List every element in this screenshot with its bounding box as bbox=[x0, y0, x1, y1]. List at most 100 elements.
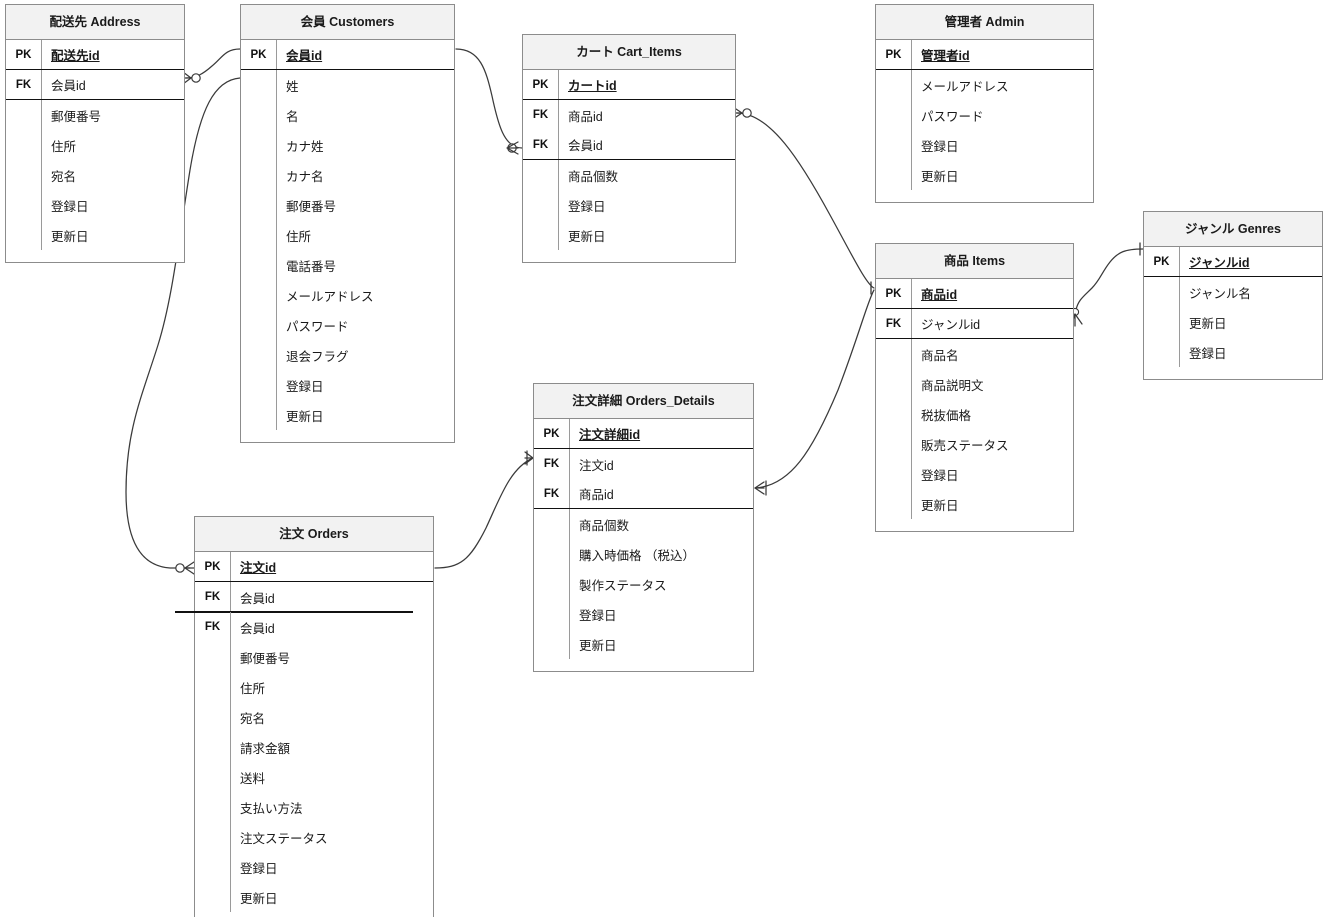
entity-bottom-padding bbox=[195, 912, 433, 917]
attribute-name: 更新日 bbox=[558, 220, 735, 250]
attribute-row[interactable]: 更新日 bbox=[876, 160, 1093, 190]
attribute-row[interactable]: パスワード bbox=[241, 310, 454, 340]
attribute-row[interactable]: 注文ステータス bbox=[195, 822, 433, 852]
key-badge bbox=[876, 459, 911, 489]
connector-genres-items bbox=[1067, 242, 1144, 327]
attribute-row[interactable]: 商品個数 bbox=[534, 509, 753, 539]
attribute-row[interactable]: 商品名 bbox=[876, 339, 1073, 369]
attribute-name: メールアドレス bbox=[276, 280, 454, 310]
attribute-row[interactable]: 支払い方法 bbox=[195, 792, 433, 822]
attribute-row[interactable]: 住所 bbox=[241, 220, 454, 250]
key-badge: PK bbox=[885, 287, 902, 300]
key-badge: FK bbox=[532, 109, 549, 121]
key-badge bbox=[241, 250, 276, 280]
attribute-row[interactable]: 宛名 bbox=[6, 160, 184, 190]
attribute-row[interactable]: 送料 bbox=[195, 762, 433, 792]
attribute-row[interactable]: 更新日 bbox=[534, 629, 753, 659]
entity-bottom-padding bbox=[523, 250, 735, 262]
entity-bottom-padding bbox=[1144, 367, 1322, 379]
key-badge bbox=[523, 220, 558, 250]
attribute-name: 住所 bbox=[230, 672, 433, 702]
attribute-row[interactable]: 販売ステータス bbox=[876, 429, 1073, 459]
attribute-row[interactable]: 登録日 bbox=[876, 459, 1073, 489]
attribute-row[interactable]: 商品説明文 bbox=[876, 369, 1073, 399]
attribute-row[interactable]: 宛名 bbox=[195, 702, 433, 732]
attribute-row[interactable]: 郵便番号 bbox=[241, 190, 454, 220]
key-badge bbox=[876, 489, 911, 519]
attribute-row[interactable]: 商品個数 bbox=[523, 160, 735, 190]
attribute-row[interactable]: 更新日 bbox=[6, 220, 184, 250]
attribute-name: パスワード bbox=[276, 310, 454, 340]
attribute-row[interactable]: 更新日 bbox=[523, 220, 735, 250]
key-badge bbox=[876, 130, 911, 160]
key-badge bbox=[523, 190, 558, 220]
key-badge: FK bbox=[532, 138, 549, 151]
attribute-row[interactable]: メールアドレス bbox=[876, 70, 1093, 100]
attribute-row[interactable]: 郵便番号 bbox=[195, 642, 433, 672]
attribute-row[interactable]: 電話番号 bbox=[241, 250, 454, 280]
key-badge: PK bbox=[15, 48, 32, 61]
attribute-row[interactable]: 郵便番号 bbox=[6, 100, 184, 130]
attribute-name: 更新日 bbox=[276, 400, 454, 430]
attribute-row[interactable]: 更新日 bbox=[876, 489, 1073, 519]
attribute-row[interactable]: 登録日 bbox=[6, 190, 184, 220]
key-badge bbox=[534, 539, 569, 569]
attribute-row[interactable]: 登録日 bbox=[1144, 337, 1322, 367]
attribute-row[interactable]: 購入時価格 （税込） bbox=[534, 539, 753, 569]
attribute-row[interactable]: 名 bbox=[241, 100, 454, 130]
connector-orders-orders-details bbox=[431, 450, 534, 575]
attribute-name: 会員id bbox=[558, 130, 735, 159]
attribute-row[interactable]: FK 会員id bbox=[523, 130, 735, 160]
attribute-row[interactable]: 姓 bbox=[241, 70, 454, 100]
attribute-row[interactable]: カナ姓 bbox=[241, 130, 454, 160]
attribute-row[interactable]: 住所 bbox=[6, 130, 184, 160]
key-badge: FK bbox=[543, 487, 560, 500]
attribute-row[interactable]: 更新日 bbox=[241, 400, 454, 430]
attribute-row[interactable]: 更新日 bbox=[195, 882, 433, 912]
attribute-row[interactable]: 更新日 bbox=[1144, 307, 1322, 337]
attribute-row[interactable]: メールアドレス bbox=[241, 280, 454, 310]
attribute-row[interactable]: 請求金額 bbox=[195, 732, 433, 762]
attribute-row[interactable]: 登録日 bbox=[523, 190, 735, 220]
attribute-row[interactable]: パスワード bbox=[876, 100, 1093, 130]
key-badge: PK bbox=[250, 48, 267, 61]
attribute-row[interactable]: 税抜価格 bbox=[876, 399, 1073, 429]
attribute-row[interactable]: 登録日 bbox=[195, 852, 433, 882]
attribute-row[interactable]: ジャンル名 bbox=[1144, 277, 1322, 307]
attribute-row[interactable]: 登録日 bbox=[241, 370, 454, 400]
attribute-name: 販売ステータス bbox=[911, 429, 1073, 459]
key-badge bbox=[876, 70, 911, 100]
attribute-row[interactable]: 登録日 bbox=[876, 130, 1093, 160]
attribute-row[interactable]: カナ名 bbox=[241, 160, 454, 190]
attribute-row[interactable]: 登録日 bbox=[534, 599, 753, 629]
attribute-row[interactable]: 退会フラグ bbox=[241, 340, 454, 370]
attribute-row[interactable]: 製作ステータス bbox=[534, 569, 753, 599]
attribute-name: 更新日 bbox=[1179, 307, 1322, 337]
attribute-row[interactable]: 住所 bbox=[195, 672, 433, 702]
connector-customers-cart-items bbox=[452, 42, 523, 155]
